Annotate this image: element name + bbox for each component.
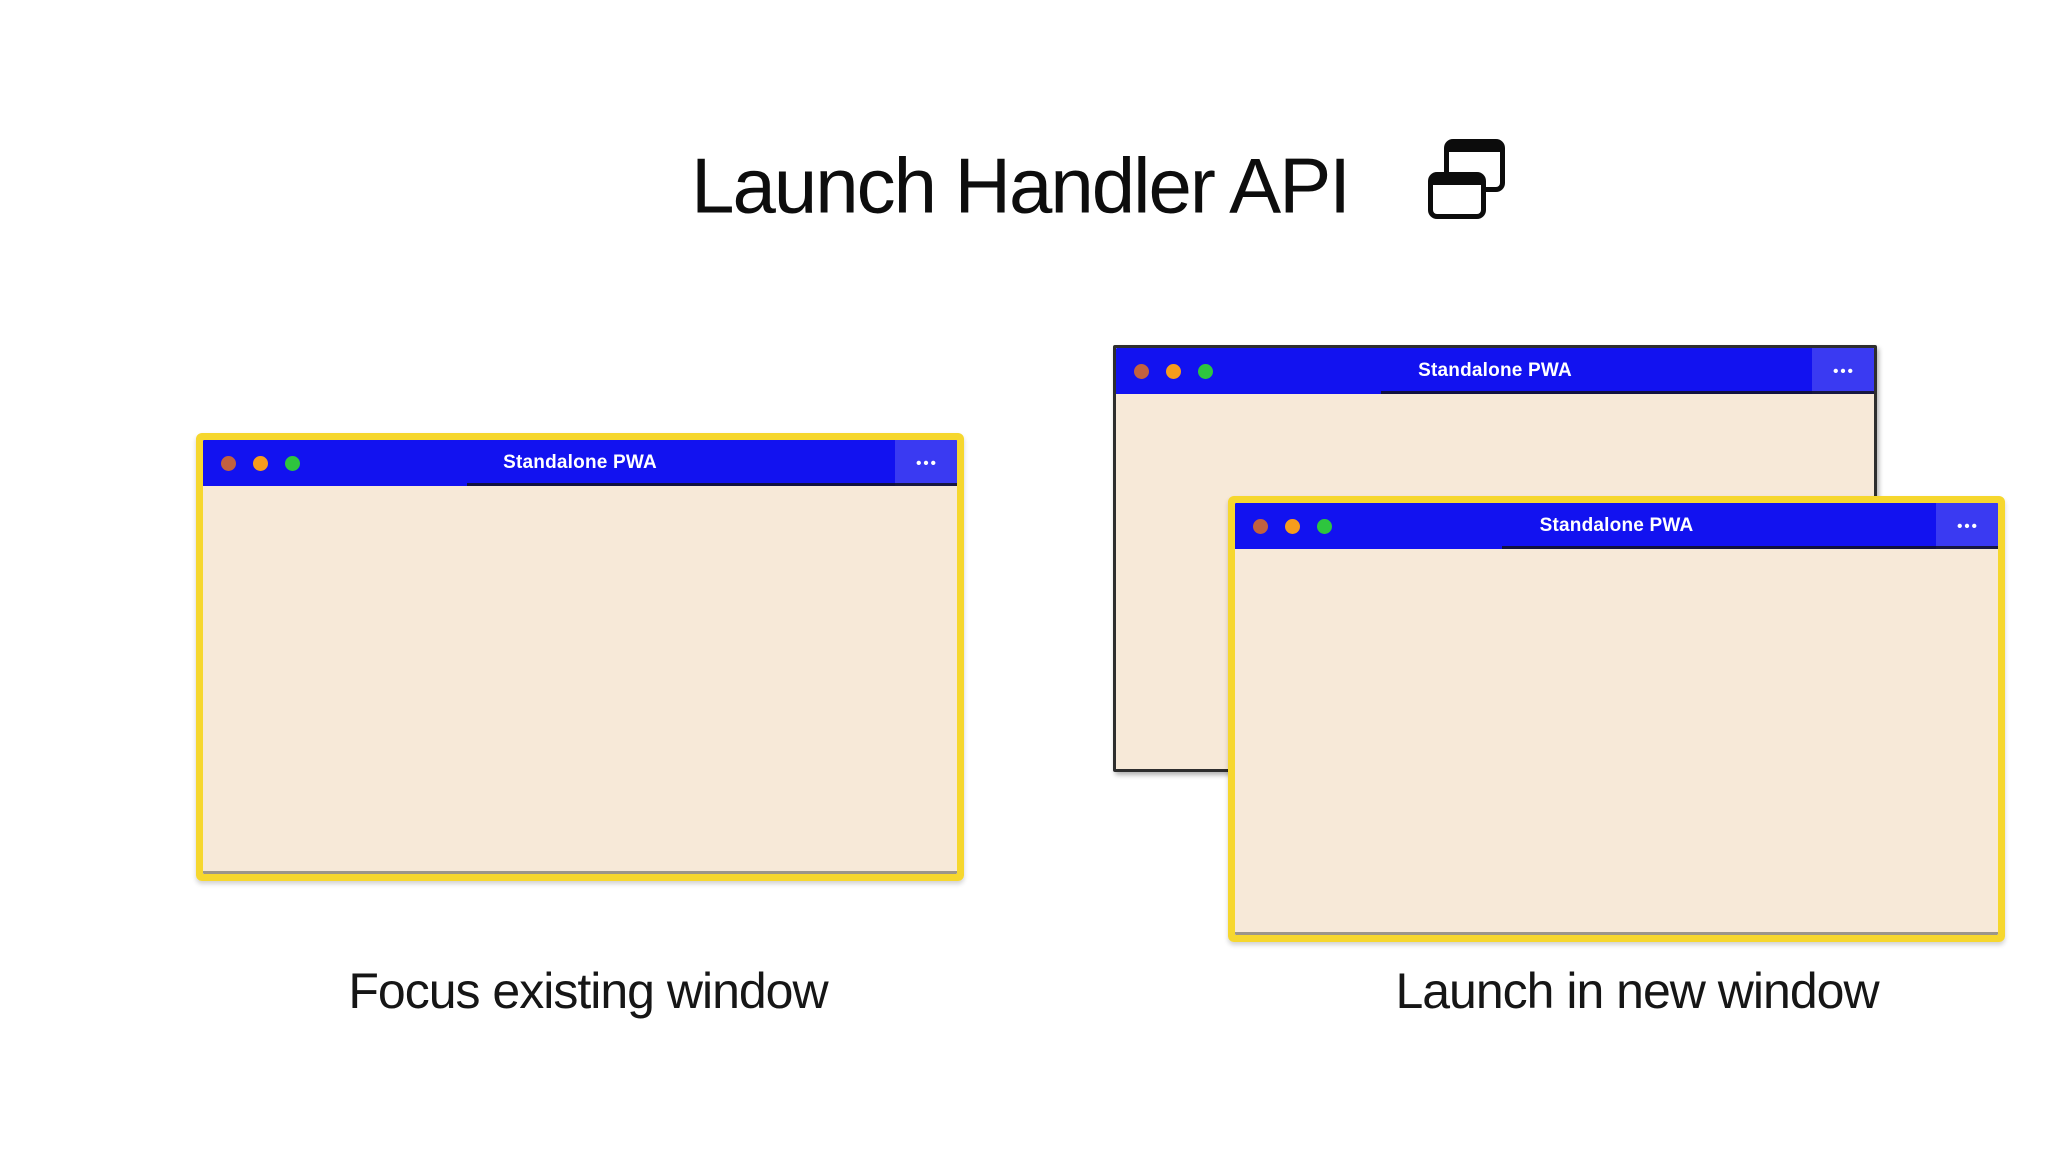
more-menu-button[interactable]: •••: [895, 440, 957, 486]
traffic-lights: [221, 440, 300, 486]
titlebar-shadow: [1381, 391, 1874, 394]
maximize-button-icon[interactable]: [1317, 518, 1332, 534]
titlebar-shadow: [1502, 546, 1998, 549]
maximize-button-icon[interactable]: [285, 455, 300, 471]
traffic-lights: [1253, 503, 1332, 549]
overlapping-windows-icon: [1428, 139, 1510, 221]
pwa-window-focus-existing: Standalone PWA •••: [196, 433, 964, 881]
window-inner: Standalone PWA •••: [1235, 503, 1998, 935]
window-title: Standalone PWA: [1418, 360, 1572, 381]
close-button-icon[interactable]: [1134, 363, 1149, 379]
page-title: Launch Handler API: [691, 141, 1351, 230]
minimize-button-icon[interactable]: [253, 455, 268, 471]
maximize-button-icon[interactable]: [1198, 363, 1213, 379]
window-titlebar: Standalone PWA •••: [203, 440, 957, 486]
minimize-button-icon[interactable]: [1285, 518, 1300, 534]
pwa-window-new-foreground: Standalone PWA •••: [1228, 496, 2005, 942]
window-titlebar: Standalone PWA •••: [1116, 348, 1874, 394]
window-titlebar: Standalone PWA •••: [1235, 503, 1998, 549]
minimize-button-icon[interactable]: [1166, 363, 1181, 379]
icon-front-window: [1428, 172, 1486, 219]
more-menu-button[interactable]: •••: [1936, 503, 1998, 549]
window-title: Standalone PWA: [1539, 515, 1694, 536]
window-body: [1235, 549, 1998, 932]
close-button-icon[interactable]: [1253, 518, 1268, 534]
caption-launch-new: Launch in new window: [1395, 963, 1879, 1019]
window-body: [203, 486, 957, 871]
traffic-lights: [1134, 348, 1213, 394]
caption-focus-existing: Focus existing window: [348, 963, 828, 1019]
window-title: Standalone PWA: [503, 452, 657, 473]
more-menu-button[interactable]: •••: [1812, 348, 1874, 394]
close-button-icon[interactable]: [221, 455, 236, 471]
window-inner: Standalone PWA •••: [203, 440, 957, 874]
titlebar-shadow: [466, 483, 957, 486]
